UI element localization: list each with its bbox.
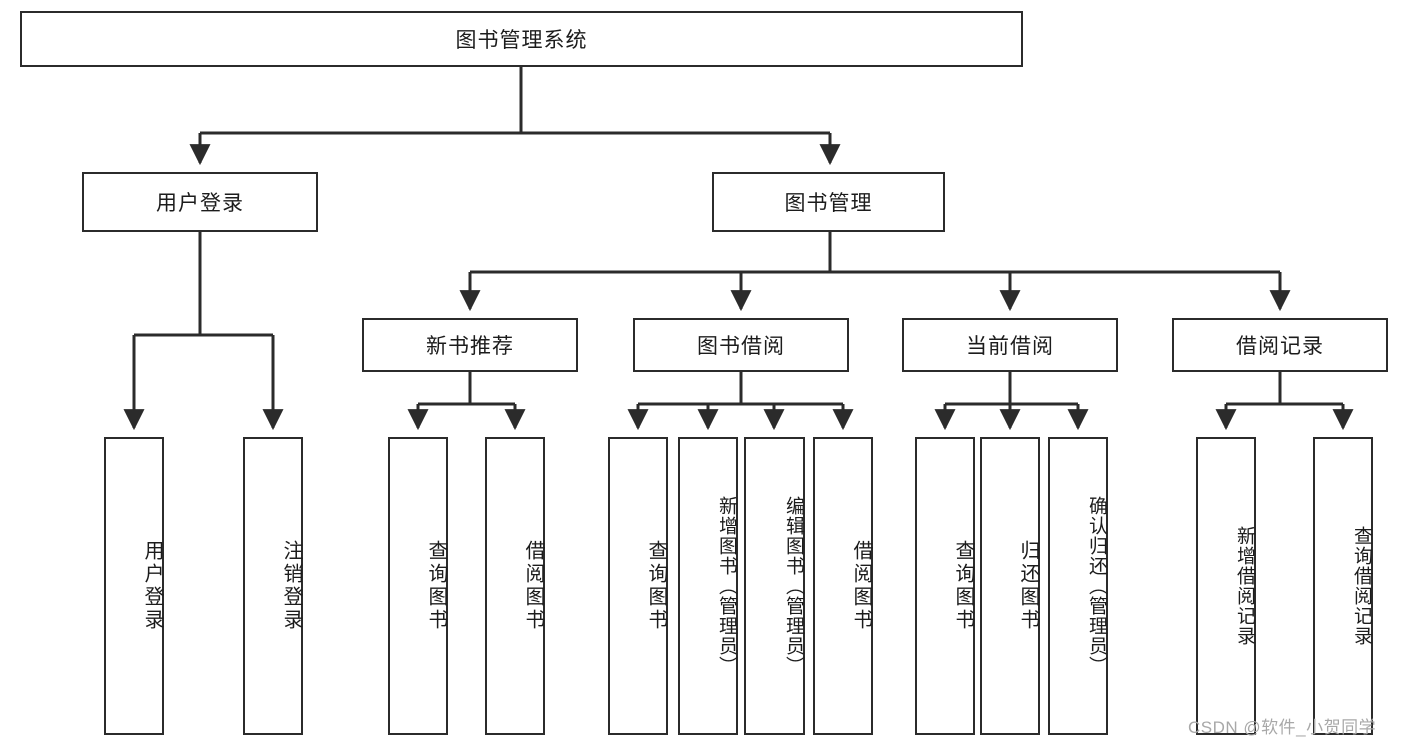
node-book-management[interactable]: 图书管理 [712,172,945,232]
watermark-text: CSDN @软件_小贺同学 [1188,718,1377,737]
node-new-book-recommend[interactable]: 新书推荐 [362,318,578,372]
node-root[interactable]: 图书管理系统 [20,11,1023,67]
node-label: 借阅记录 [1236,335,1324,358]
node-label: 查询图书 [645,540,667,632]
leaf-edit-book-admin[interactable]: 编辑图书（管理员） [744,437,805,735]
leaf-return-book[interactable]: 归还图书 [980,437,1040,735]
node-label: 借阅图书 [522,540,544,632]
leaf-add-borrow-record[interactable]: 新增借阅记录 [1196,437,1256,735]
leaf-user-login[interactable]: 用户登录 [104,437,164,735]
leaf-logout[interactable]: 注销登录 [243,437,303,735]
node-user-login[interactable]: 用户登录 [82,172,318,232]
leaf-borrow-book[interactable]: 借阅图书 [813,437,873,735]
leaf-query-borrow-record[interactable]: 查询借阅记录 [1313,437,1373,735]
node-current-borrow[interactable]: 当前借阅 [902,318,1118,372]
node-label: 新增借阅记录 [1234,526,1255,646]
node-label: 新增图书（管理员） [716,496,737,676]
node-label: 注销登录 [280,540,302,632]
node-label: 用户登录 [156,192,244,215]
node-label: 查询图书 [425,540,447,632]
node-label: 编辑图书（管理员） [783,496,804,676]
node-label: 查询借阅记录 [1351,526,1372,646]
leaf-query-book-recommend[interactable]: 查询图书 [388,437,448,735]
leaf-borrow-book-recommend[interactable]: 借阅图书 [485,437,545,735]
node-label: 查询图书 [952,540,974,632]
leaf-query-book-current[interactable]: 查询图书 [915,437,975,735]
node-label: 图书管理 [784,192,873,215]
node-label: 归还图书 [1017,540,1039,632]
node-borrow-record[interactable]: 借阅记录 [1172,318,1388,372]
node-label: 图书借阅 [697,335,785,358]
leaf-confirm-return-admin[interactable]: 确认归还（管理员） [1048,437,1108,735]
node-label: 图书管理系统 [455,29,588,52]
node-label: 用户登录 [141,540,163,632]
leaf-add-book-admin[interactable]: 新增图书（管理员） [678,437,738,735]
node-label: 借阅图书 [850,540,872,632]
node-book-borrow[interactable]: 图书借阅 [633,318,849,372]
node-label: 确认归还（管理员） [1086,496,1107,676]
node-label: 当前借阅 [966,335,1054,358]
node-label: 新书推荐 [426,335,514,358]
leaf-query-book-borrow[interactable]: 查询图书 [608,437,668,735]
